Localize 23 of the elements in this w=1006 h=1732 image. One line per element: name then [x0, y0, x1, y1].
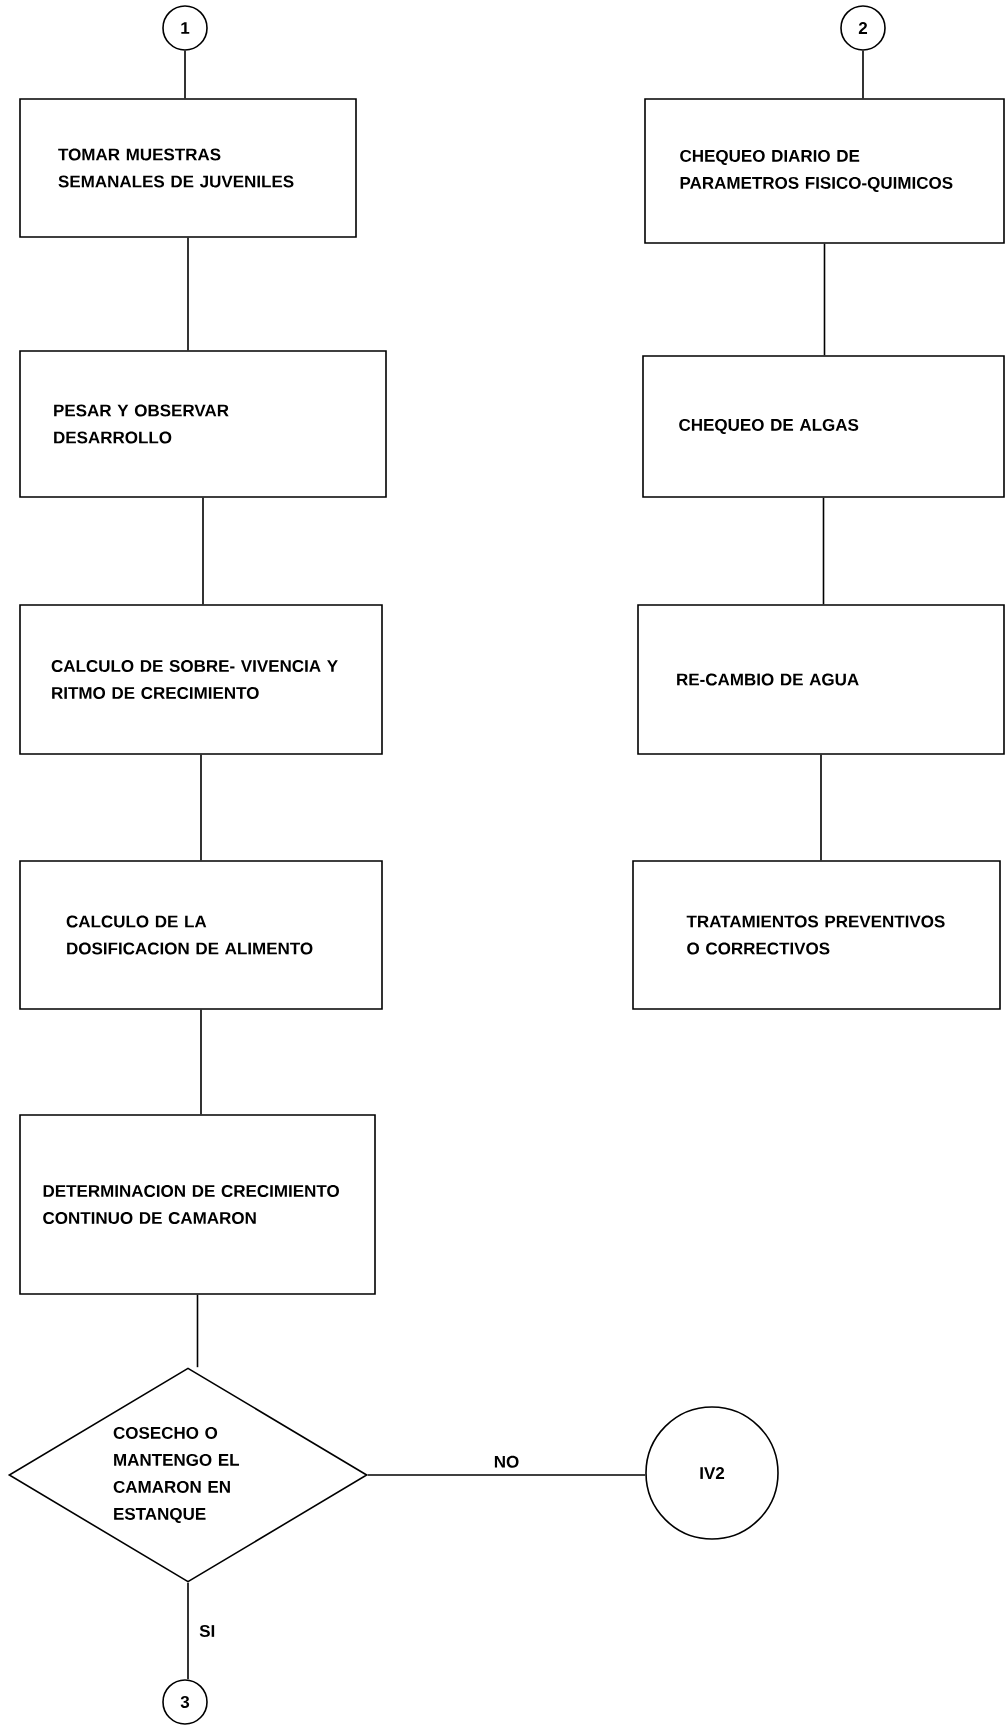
process-box: RE-CAMBIO DE AGUA [637, 604, 1005, 755]
connector-line [822, 497, 825, 605]
connector-line [862, 50, 864, 99]
edge-label: SI [198, 1623, 217, 1638]
connector-line [200, 754, 202, 861]
connector-line [820, 754, 822, 861]
process-box: TRATAMIENTOS PREVENTIVOS O CORRECTIVOS [632, 860, 1001, 1010]
process-box: PESAR Y OBSERVAR DESARROLLO [19, 350, 387, 498]
connector-line [196, 1294, 199, 1368]
connector-line [200, 1009, 202, 1115]
connector-line [823, 243, 826, 356]
process-box: TOMAR MUESTRAS SEMANALES DE JUVENILES [19, 98, 357, 238]
process-box: DETERMINACION DE CRECIMIENTO CONTINUO DE CAMARON [19, 1114, 376, 1295]
connector-line [367, 1474, 646, 1476]
connector-line [184, 50, 186, 99]
edge-label: NO [492, 1454, 521, 1469]
process-box: CHEQUEO DE ALGAS [642, 355, 1005, 498]
connector-line [202, 497, 204, 605]
process-box: CALCULO DE SOBRE- VIVENCIA Y RITMO DE CRECIMIENTO [19, 604, 383, 755]
connector-line [187, 1582, 189, 1680]
process-box: CALCULO DE LA DOSIFICACION DE ALIMENTO [19, 860, 383, 1010]
process-box: CHEQUEO DIARIO DE PARAMETROS FISICO-QUIMICOS [644, 98, 1005, 244]
connector-line [187, 237, 189, 351]
